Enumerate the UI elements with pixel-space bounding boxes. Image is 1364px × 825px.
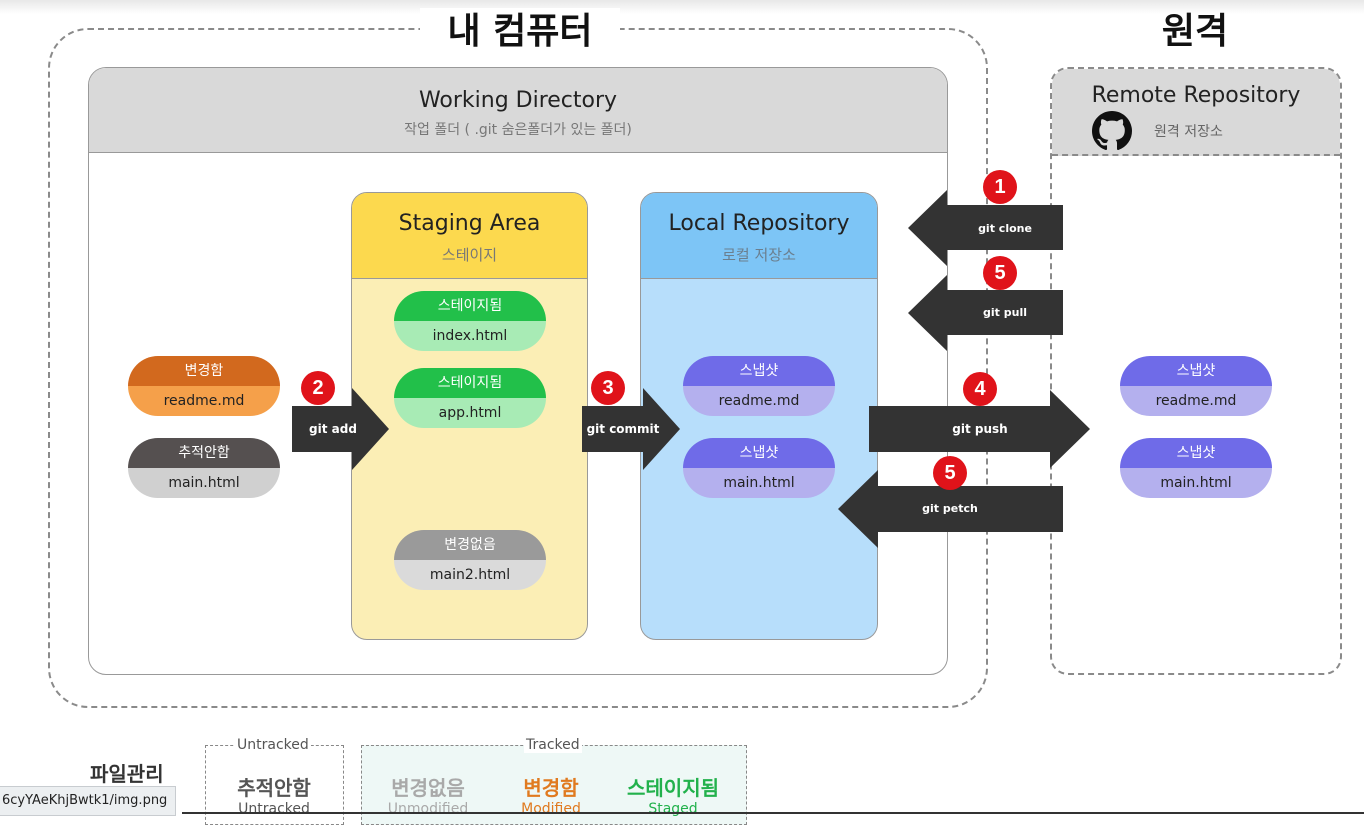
staging-area-title: Staging Area <box>398 211 541 236</box>
pill-status: 스냅샷 <box>1120 438 1272 468</box>
pill-file: main.html <box>683 468 835 498</box>
pill-status: 스냅샷 <box>1120 356 1272 386</box>
lr-readme-pill: 스냅샷 readme.md <box>683 356 835 416</box>
local-repository-subtitle: 로컬 저장소 <box>722 246 796 264</box>
legend-heading: 파일관리 <box>90 762 164 786</box>
pill-file: readme.md <box>1120 386 1272 416</box>
status-bar-url: 6cyYAeKhjBwtk1/img.png <box>0 786 177 816</box>
rr-readme-pill: 스냅샷 readme.md <box>1120 356 1272 416</box>
badge-git-commit: 3 <box>591 371 625 405</box>
st-main2-pill: 변경없음 main2.html <box>394 530 546 590</box>
legend-ko: 변경함 <box>523 776 579 800</box>
working-directory-header: Working Directory 작업 폴더 ( .git 숨은폴더가 있는 … <box>89 68 947 153</box>
wd-untracked-pill: 추적안함 main.html <box>128 438 280 498</box>
remote-repository-title: Remote Repository <box>1091 83 1301 108</box>
legend-item-unmodified: 변경없음 Unmodified <box>368 772 488 817</box>
pill-status: 스냅샷 <box>683 438 835 468</box>
bottom-rule <box>182 812 1364 814</box>
git-clone-label: git clone <box>978 222 1032 235</box>
legend-ko: 추적안함 <box>237 776 311 800</box>
git-fetch-label: git petch <box>922 502 978 515</box>
pill-status: 변경없음 <box>394 530 546 560</box>
legend-tracked-box <box>361 745 747 825</box>
pill-file: main.html <box>128 468 280 498</box>
github-icon <box>1092 111 1132 151</box>
badge-git-pull: 5 <box>983 256 1017 290</box>
lr-main-pill: 스냅샷 main.html <box>683 438 835 498</box>
pill-file: index.html <box>394 321 546 351</box>
legend-ko: 변경없음 <box>391 776 465 800</box>
staging-area-header: Staging Area 스테이지 <box>352 193 587 279</box>
badge-git-clone: 1 <box>983 170 1017 204</box>
git-pull-label: git pull <box>983 306 1027 319</box>
legend-untracked-caption: Untracked <box>235 737 311 753</box>
legend-ko: 스테이지됨 <box>627 776 719 800</box>
pill-file: readme.md <box>683 386 835 416</box>
git-push-label: git push <box>952 422 1008 436</box>
remote-repository-header: Remote Repository 원격 저장소 <box>1052 69 1340 156</box>
pill-file: app.html <box>394 398 546 428</box>
local-repository-panel: Local Repository 로컬 저장소 <box>640 192 878 640</box>
st-index-pill: 스테이지됨 index.html <box>394 291 546 351</box>
remote-title: 원격 <box>1161 11 1229 52</box>
badge-git-push: 4 <box>963 372 997 406</box>
pill-status: 변경함 <box>128 356 280 386</box>
local-computer-title: 내 컴퓨터 <box>420 8 620 56</box>
git-commit-label: git commit <box>586 422 660 436</box>
legend-item-modified: 변경함 Modified <box>491 772 611 817</box>
remote-repository-subtitle: 원격 저장소 <box>1154 124 1223 140</box>
legend-item-staged: 스테이지됨 Staged <box>612 772 734 817</box>
pill-status: 스테이지됨 <box>394 291 546 321</box>
badge-git-fetch: 5 <box>933 456 967 490</box>
wd-modified-pill: 변경함 readme.md <box>128 356 280 416</box>
working-directory-subtitle: 작업 폴더 ( .git 숨은폴더가 있는 폴더) <box>404 122 632 138</box>
badge-git-add: 2 <box>301 371 335 405</box>
legend-untracked-box <box>205 745 344 825</box>
staging-area-subtitle: 스테이지 <box>441 246 498 264</box>
working-directory-title: Working Directory <box>418 88 618 113</box>
local-repository-header: Local Repository 로컬 저장소 <box>641 193 877 279</box>
pill-file: readme.md <box>128 386 280 416</box>
legend-item-untracked: 추적안함 Untracked <box>214 772 334 817</box>
local-repository-title: Local Repository <box>668 211 850 236</box>
pill-status: 스냅샷 <box>683 356 835 386</box>
pill-status: 스테이지됨 <box>394 368 546 398</box>
top-shade <box>0 0 1364 14</box>
st-app-pill: 스테이지됨 app.html <box>394 368 546 428</box>
pill-file: main.html <box>1120 468 1272 498</box>
remote-repository-panel: Remote Repository 원격 저장소 <box>1050 67 1342 675</box>
pill-status: 추적안함 <box>128 438 280 468</box>
rr-main-pill: 스냅샷 main.html <box>1120 438 1272 498</box>
pill-file: main2.html <box>394 560 546 590</box>
legend-tracked-caption: Tracked <box>524 737 582 753</box>
git-add-label: git add <box>309 422 357 436</box>
